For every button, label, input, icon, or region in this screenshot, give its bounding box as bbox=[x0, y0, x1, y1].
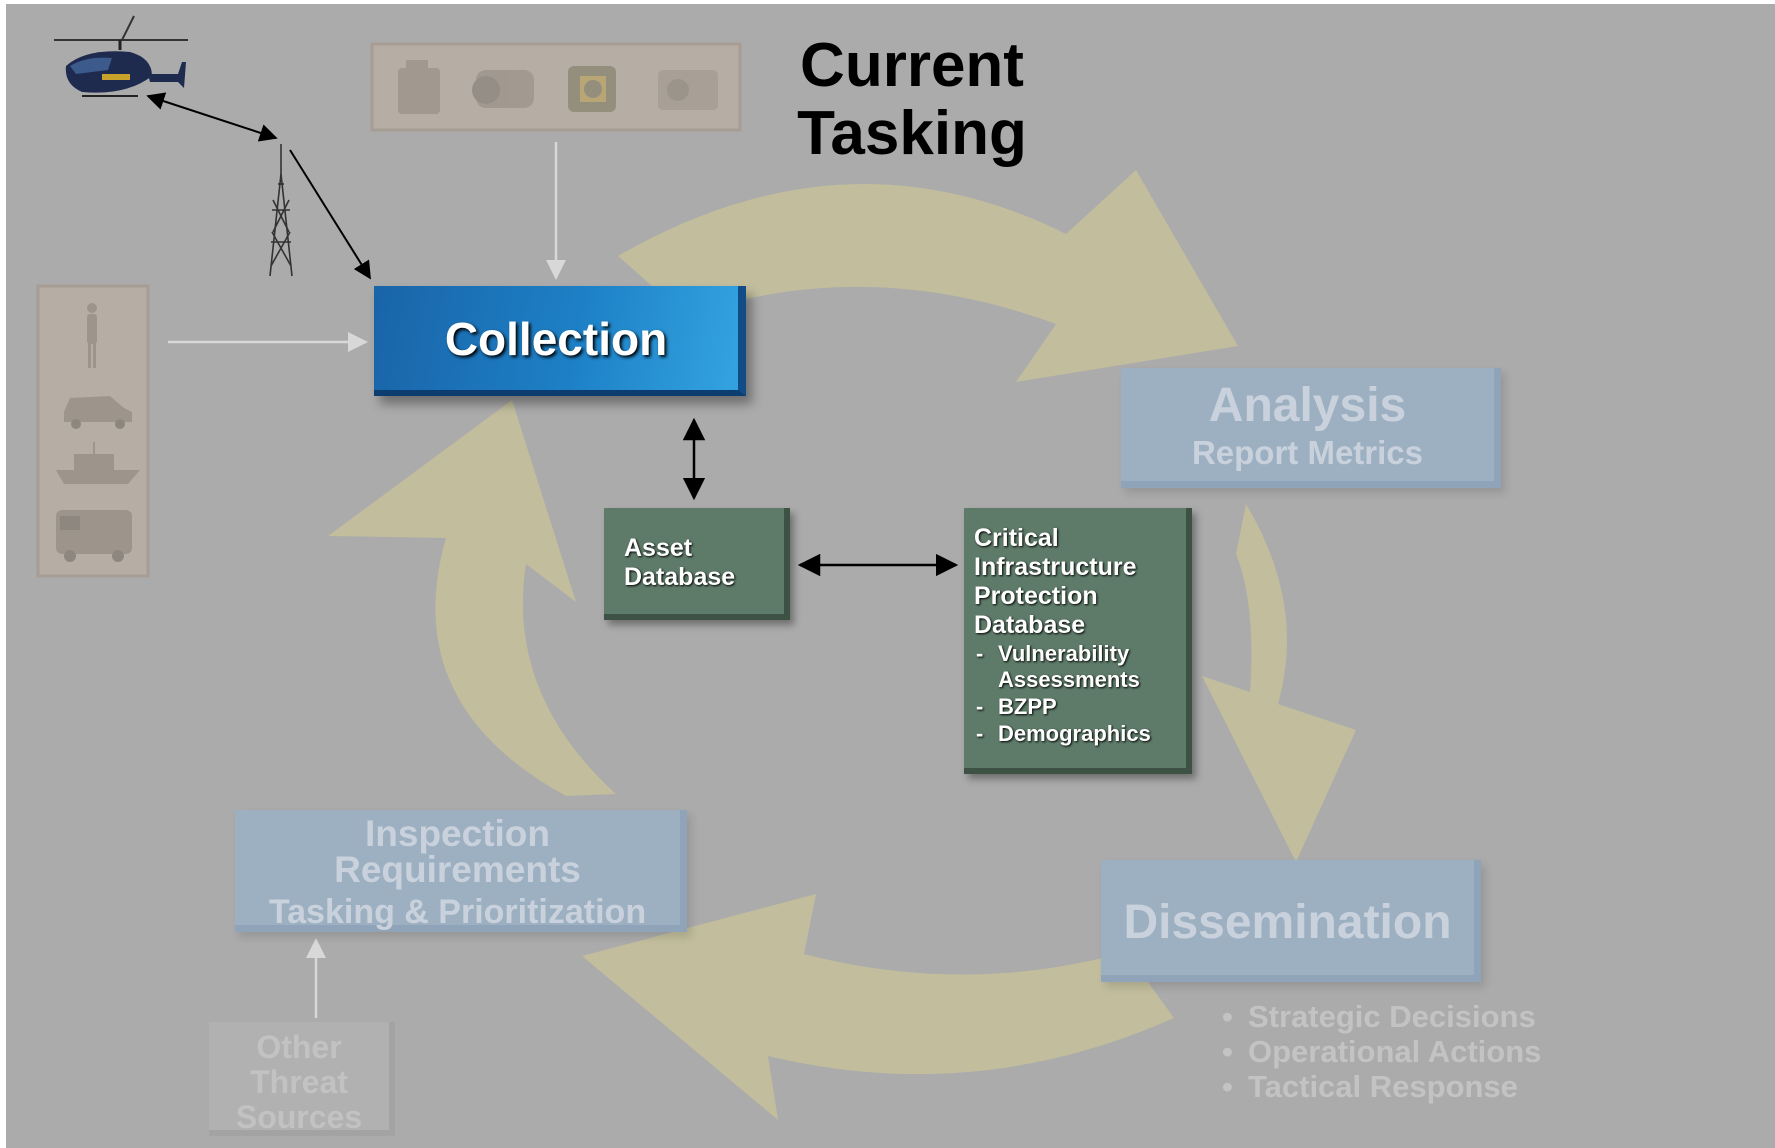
cycle-arrow-analysis-to-dissemination bbox=[1202, 504, 1356, 862]
police-car-icon bbox=[64, 396, 132, 429]
video-camera-icon bbox=[568, 66, 616, 112]
other-threat-line-2: Threat bbox=[250, 1064, 348, 1100]
dissemination-bullets: Strategic Decisions Operational Actions … bbox=[1222, 999, 1541, 1104]
cip-line-3: Protection bbox=[974, 582, 1098, 610]
inspection-box: Inspection Requirements Tasking & Priori… bbox=[235, 810, 687, 932]
diagram-canvas bbox=[36, 15, 1356, 1120]
cycle-arrow-collection-to-analysis bbox=[618, 170, 1238, 382]
helicopter-icon bbox=[54, 15, 188, 97]
dissemination-label: Dissemination bbox=[1123, 896, 1452, 949]
other-threat-line-3: Sources bbox=[235, 1099, 363, 1135]
asset-db-line-1: Asset bbox=[624, 534, 693, 562]
other-threat-sources-box: Other Threat Sources bbox=[209, 1022, 395, 1136]
inspection-line-1: Inspection bbox=[364, 813, 551, 854]
camcorder-icon bbox=[472, 70, 534, 108]
inspection-line-2: Requirements bbox=[334, 849, 581, 890]
cip-line-2: Infrastructure bbox=[974, 553, 1137, 581]
analysis-subtitle: Report Metrics bbox=[1191, 434, 1424, 471]
analysis-title: Analysis bbox=[1208, 379, 1407, 432]
cip-database-box: Critical Infrastructure Protection Datab… bbox=[964, 508, 1192, 774]
collection-label: Collection bbox=[444, 313, 668, 365]
inspection-line-3: Tasking & Prioritization bbox=[268, 893, 647, 931]
radio-tower-icon bbox=[269, 144, 293, 277]
helicopter-tower-link-arrow bbox=[146, 92, 278, 142]
title-line-2: Tasking bbox=[797, 99, 1027, 168]
bullet-tactical: Tactical Response bbox=[1222, 1069, 1541, 1104]
page-title: Current Tasking bbox=[782, 32, 1042, 168]
boat-icon bbox=[56, 442, 140, 484]
truck-icon bbox=[56, 510, 132, 562]
analysis-box: Analysis Report Metrics bbox=[1121, 368, 1501, 488]
cip-item-vulnerability: Vulnerability bbox=[974, 641, 1186, 667]
tower-to-collection-arrow bbox=[289, 149, 371, 280]
collection-box: Collection bbox=[374, 286, 746, 396]
title-line-1: Current bbox=[800, 31, 1024, 100]
cip-line-4: Database bbox=[974, 611, 1086, 639]
digital-camera-icon bbox=[658, 70, 718, 110]
cycle-arrow-inspection-to-collection bbox=[328, 400, 616, 796]
asset-db-line-2: Database bbox=[624, 563, 736, 591]
camera-icon bbox=[398, 60, 440, 114]
cycle-arrow-dissemination-to-inspection bbox=[582, 894, 1174, 1120]
asset-database-box: Asset Database bbox=[604, 508, 790, 620]
bullet-strategic: Strategic Decisions bbox=[1222, 999, 1541, 1034]
cip-item-bzpp: BZPP bbox=[974, 694, 1186, 720]
dissemination-box: Dissemination bbox=[1101, 860, 1481, 982]
cip-line-1: Critical bbox=[974, 524, 1059, 552]
slide: Current Tasking Collection Analysis Repo… bbox=[6, 4, 1775, 1148]
cip-item-demographics: Demographics bbox=[974, 721, 1186, 747]
cip-item-vulnerability-cont: Assessments bbox=[998, 667, 1140, 692]
bullet-operational: Operational Actions bbox=[1222, 1034, 1541, 1069]
other-threat-line-1: Other bbox=[256, 1029, 342, 1065]
person-icon bbox=[87, 303, 97, 368]
